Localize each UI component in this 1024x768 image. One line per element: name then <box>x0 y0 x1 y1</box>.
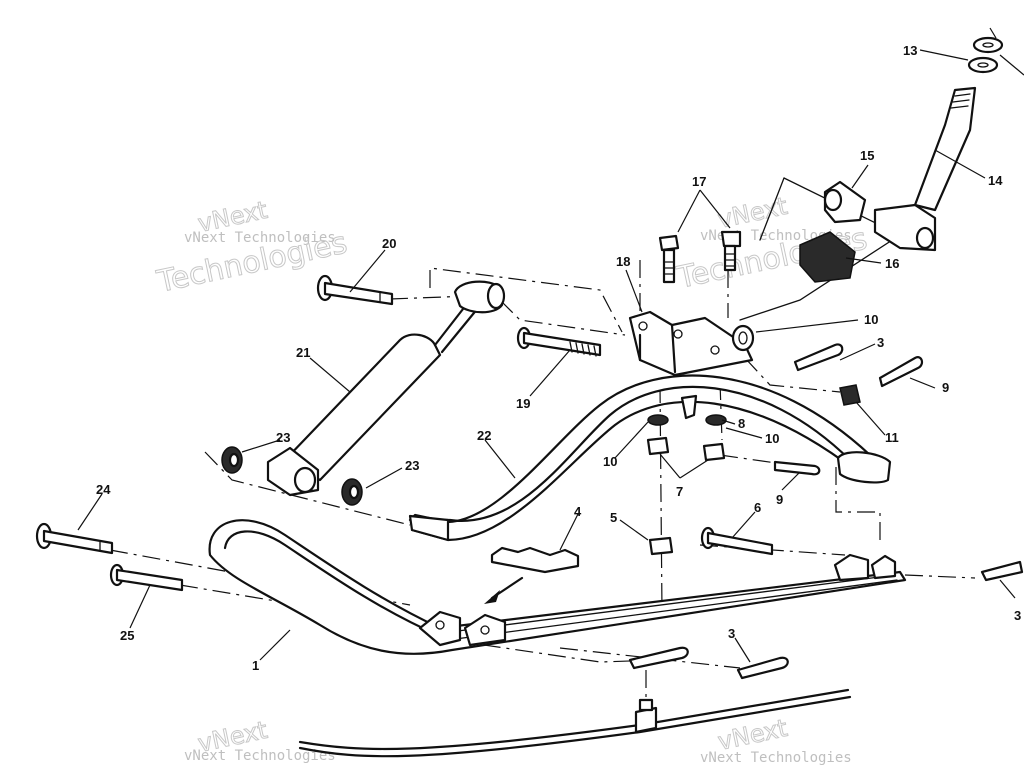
nut-part-5 <box>648 536 674 556</box>
nut-part-7-left <box>646 436 670 456</box>
callout-9b: 9 <box>776 492 783 507</box>
cotter-pin-part-9-lower <box>773 460 821 476</box>
cotter-pin-part-3-upper <box>793 343 844 372</box>
callout-9a: 9 <box>942 380 949 395</box>
callout-3b: 3 <box>728 626 735 641</box>
cotter-pin-part-3-lower <box>628 646 789 680</box>
pad-part-16 <box>799 231 856 283</box>
bushing-part-15 <box>823 180 867 224</box>
bolt-part-6 <box>700 526 774 556</box>
washer-part-8 <box>705 414 727 426</box>
callout-15: 15 <box>860 148 874 163</box>
callout-16: 16 <box>885 256 899 271</box>
leader-lines <box>77 27 1024 663</box>
direction-arrow-icon <box>484 576 524 604</box>
callout-1: 1 <box>252 658 259 673</box>
callout-13: 13 <box>903 43 917 58</box>
callout-14: 14 <box>988 173 1003 188</box>
callout-10a: 10 <box>864 312 878 327</box>
callout-25: 25 <box>120 628 134 643</box>
watermark-text: vNext Technologies <box>184 748 336 764</box>
bolt-part-20 <box>316 274 394 306</box>
mount-bracket-part-18 <box>628 310 755 377</box>
callout-21: 21 <box>296 345 310 360</box>
watermark-bottom-left: vNext vNext Technologies <box>184 715 336 764</box>
washer-part-10 <box>647 414 669 426</box>
callout-3c: 3 <box>1014 608 1021 623</box>
callout-3a: 3 <box>877 335 884 350</box>
watermark-bottom-right: vNext vNext Technologies <box>700 713 852 766</box>
callout-22: 22 <box>477 428 491 443</box>
callout-17: 17 <box>692 174 706 189</box>
spindle-part-14 <box>873 86 977 252</box>
callout-18: 18 <box>616 254 630 269</box>
callout-4: 4 <box>574 504 582 519</box>
ski-part-1 <box>208 519 907 655</box>
callout-11: 11 <box>885 430 899 445</box>
callout-7: 7 <box>676 484 683 499</box>
watermark-text: vNext Technologies <box>184 230 336 246</box>
callout-23a: 23 <box>276 430 290 445</box>
callout-24: 24 <box>96 482 111 497</box>
leaf-spring-part-22 <box>408 374 892 542</box>
callout-19: 19 <box>516 396 530 411</box>
callout-20: 20 <box>382 236 396 251</box>
callout-10b: 10 <box>765 431 779 446</box>
bushing-part-23-left <box>221 446 243 474</box>
shock-absorber-part-21 <box>266 280 506 497</box>
wear-bar <box>298 688 852 758</box>
bolt-part-17-right <box>720 230 742 272</box>
bushing-part-23-right <box>341 478 363 506</box>
insert-part-4 <box>490 546 580 574</box>
cotter-pin-part-3-right <box>980 560 1024 582</box>
bolt-part-25 <box>109 563 184 592</box>
nut-part-7-right <box>702 442 726 462</box>
callout-5: 5 <box>610 510 617 525</box>
callout-10c: 10 <box>603 454 617 469</box>
bolt-part-24 <box>35 522 114 555</box>
callout-23b: 23 <box>405 458 419 473</box>
cotter-pin-part-9-upper <box>878 356 924 388</box>
bolt-part-17-left <box>658 234 680 284</box>
callout-labels: 13 14 15 16 17 18 20 19 21 22 23 23 10 3… <box>96 43 1021 673</box>
washer-part-13 <box>967 36 1004 74</box>
callout-6: 6 <box>754 500 761 515</box>
watermark-text: vNext Technologies <box>700 750 852 766</box>
bolt-part-19 <box>516 326 602 357</box>
nut-part-11 <box>839 384 861 406</box>
callout-8: 8 <box>738 416 745 431</box>
